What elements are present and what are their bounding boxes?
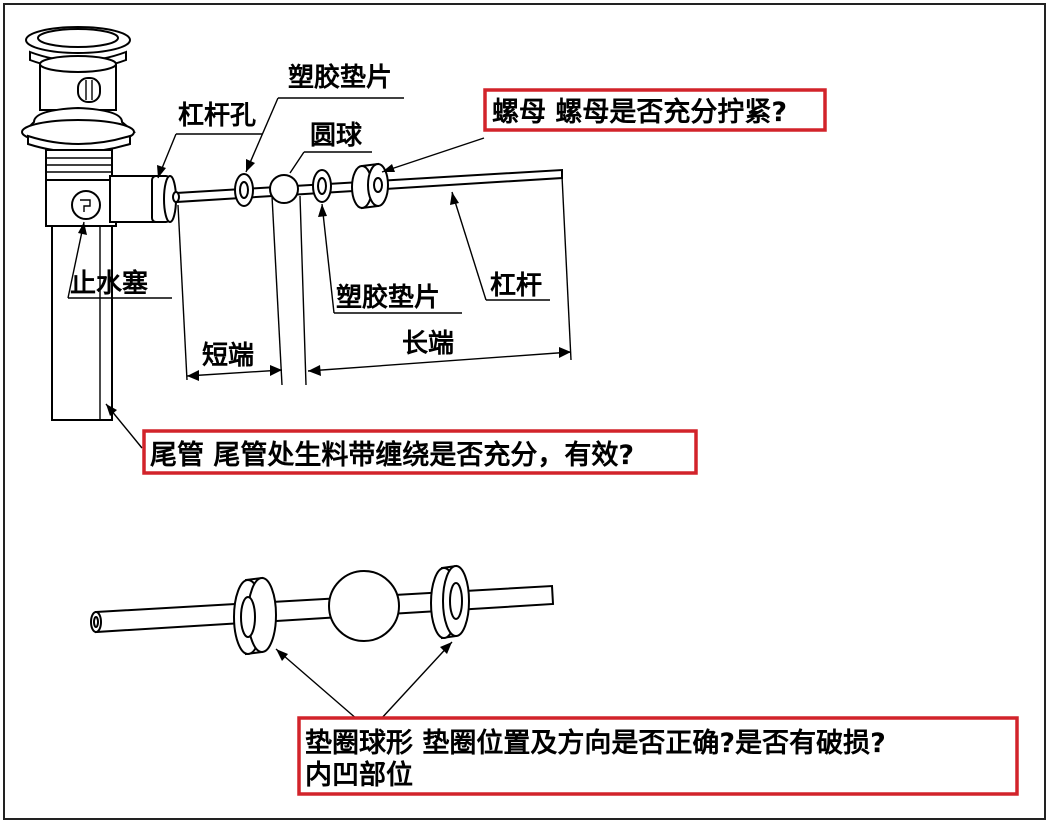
gasket-question-line2: 内凹部位 xyxy=(305,759,413,791)
nut-label: 螺母 螺母是否充分拧紧? xyxy=(492,96,787,128)
nut-question: 螺母是否充分拧紧? xyxy=(555,96,787,128)
label-long-end: 长端 xyxy=(402,329,454,359)
tail-pipe-label: 尾管 尾管处生料带缠绕是否充分，有效? xyxy=(150,439,634,471)
gasket-question-box: 垫圈球形 垫圈位置及方向是否正确?是否有破损? 内凹部位 xyxy=(297,716,1019,796)
nut-box-border xyxy=(483,88,827,132)
label-stopper: 止水塞 xyxy=(70,268,148,299)
ball xyxy=(269,174,299,204)
nut xyxy=(351,162,389,210)
tail-pipe-question-box: 尾管 尾管处生料带缠绕是否充分，有效? xyxy=(142,429,698,475)
dimension-lines xyxy=(177,175,572,386)
label-plastic-gasket-top: 塑胶垫片 xyxy=(288,62,392,93)
label-plastic-gasket-bottom: 塑胶垫片 xyxy=(336,282,440,313)
nut-question-box: 螺母 螺母是否充分拧紧? xyxy=(483,88,827,132)
gasket-question-line1: 垫圈位置及方向是否正确?是否有破损? xyxy=(422,727,885,759)
leader-lines-top xyxy=(67,97,550,449)
label-lever-hole: 杠杆孔 xyxy=(178,101,256,131)
plastic-gasket-1 xyxy=(234,173,254,207)
tail-pipe-question: 尾管处生料带缠绕是否充分，有效? xyxy=(213,439,634,471)
label-lever: 杠杆 xyxy=(490,271,542,301)
gasket-box-border xyxy=(297,716,1019,796)
plastic-gasket-2 xyxy=(312,169,332,203)
gasket-label: 垫圈球形 垫圈位置及方向是否正确?是否有破损? xyxy=(305,727,886,759)
label-ball: 圆球 xyxy=(310,121,363,151)
label-short-end: 短端 xyxy=(202,341,254,371)
enlarged-detail xyxy=(90,564,555,656)
drain-assembly xyxy=(21,26,177,421)
outer-frame xyxy=(3,3,1046,820)
leader-lines-bottom xyxy=(275,641,453,721)
tail-pipe-box-border xyxy=(142,429,698,475)
